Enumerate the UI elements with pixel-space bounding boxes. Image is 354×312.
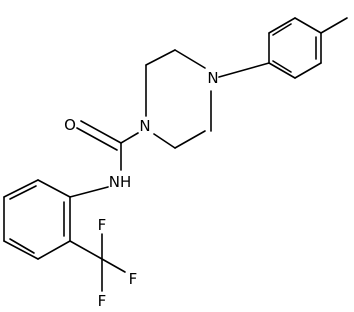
bond-n-carbonyl (120, 132, 139, 144)
piperazine-ring (145, 49, 212, 149)
bond-pip-2 (145, 49, 176, 66)
bond-tolyl-inner-2 (272, 60, 292, 73)
bond-tolyl-n (218, 62, 270, 78)
bond-cf3-f2 (101, 258, 126, 273)
tolyl-ring (268, 17, 322, 79)
atom-nh: NH (109, 173, 132, 191)
bond-pip-1 (174, 49, 206, 69)
bond-nh-phenyl (69, 186, 109, 198)
atom-f-3: F (98, 292, 107, 310)
bond-ph-inner-2 (9, 238, 35, 254)
bond-ph-inner-3 (9, 185, 37, 200)
bond-ph-3 (3, 240, 39, 260)
bond-ph-6 (37, 179, 71, 198)
bond-carbonyl-o-1 (80, 120, 122, 144)
atom-o: O (64, 116, 76, 134)
bond-ph-5 (3, 179, 39, 198)
bond-tolyl-2 (294, 62, 322, 79)
bond-tolyl-inner-3 (272, 23, 292, 36)
bond-pip-5 (174, 130, 206, 149)
bond-pip-4 (153, 133, 176, 149)
atom-n-top: N (207, 69, 218, 87)
atom-n-bottom: N (139, 117, 150, 135)
phenyl-ring (3, 179, 71, 260)
bond-tolyl-3 (268, 62, 296, 79)
atom-f-2: F (129, 270, 138, 288)
bond-ph-2 (37, 240, 71, 260)
bond-tolyl-5 (268, 17, 296, 34)
bond-tolyl-6 (294, 17, 322, 34)
bond-carbonyl-o-2 (76, 127, 118, 151)
bond-ph-cf3 (69, 240, 103, 260)
atom-f-1: F (98, 216, 107, 234)
bond-methyl (320, 17, 348, 34)
